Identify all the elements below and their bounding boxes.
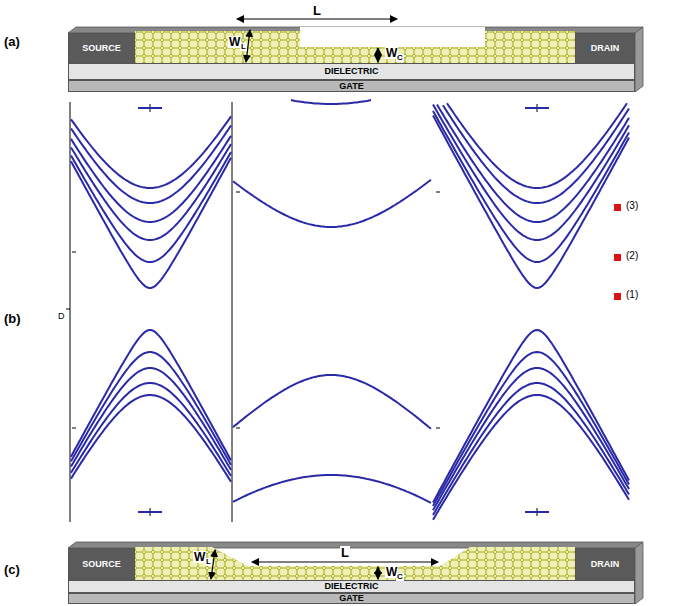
dimension-subscript: L xyxy=(240,43,247,51)
layer-name: DIELECTRIC xyxy=(325,582,379,591)
axis-label: D xyxy=(58,312,65,321)
layer-band: DIELECTRIC xyxy=(68,580,635,593)
band-curve xyxy=(447,103,627,188)
level-markers xyxy=(614,204,621,300)
contact-box: DRAIN xyxy=(575,33,635,63)
dimension-label: L xyxy=(312,4,322,17)
layer-name: DRAIN xyxy=(591,560,620,569)
callout-number: (3) xyxy=(626,201,638,211)
callout-number: (2) xyxy=(626,251,638,261)
layer-name: SOURCE xyxy=(82,44,121,53)
panel-label: (c) xyxy=(4,563,20,576)
layer-band: GATE xyxy=(68,80,635,92)
dimension-label: C xyxy=(396,54,404,62)
contact-box: DRAIN xyxy=(575,548,635,580)
band-curve xyxy=(71,125,231,203)
band-curve xyxy=(291,100,371,104)
band-curve xyxy=(71,395,231,482)
layer-name: GATE xyxy=(339,594,363,603)
band-curve xyxy=(233,180,431,227)
layer-name: SOURCE xyxy=(82,560,121,569)
dimension-subscript: C xyxy=(396,573,404,581)
layer-name: GATE xyxy=(339,82,363,91)
device-c xyxy=(68,542,643,604)
layer-band: GATE xyxy=(68,593,635,604)
band-curve xyxy=(233,475,431,503)
panel-label: (a) xyxy=(4,35,20,48)
contact-box: SOURCE xyxy=(68,33,135,63)
band-curve xyxy=(433,395,629,520)
band-curve xyxy=(433,368,629,510)
band-curve xyxy=(71,383,231,476)
band-curve xyxy=(233,375,431,429)
band-curves xyxy=(71,100,629,520)
band-curve xyxy=(525,107,549,109)
band-curve xyxy=(138,107,162,109)
band-curve xyxy=(71,152,231,262)
contact-box: SOURCE xyxy=(68,548,135,580)
dimension-subscript: L xyxy=(205,558,212,566)
band-curve xyxy=(433,352,629,506)
band-curve xyxy=(433,330,629,503)
dimension-label: L xyxy=(340,546,350,559)
band-curve xyxy=(433,383,629,515)
panel-label: (b) xyxy=(4,312,21,325)
band-curve xyxy=(71,116,231,188)
layer-band: DIELECTRIC xyxy=(68,63,635,80)
band-curve xyxy=(525,511,549,513)
layer-name: DIELECTRIC xyxy=(325,67,379,76)
device-a xyxy=(68,19,643,92)
band-curve xyxy=(437,105,629,222)
band-curve xyxy=(138,511,162,513)
callout-number: (1) xyxy=(626,290,638,300)
layer-name: DRAIN xyxy=(591,44,620,53)
